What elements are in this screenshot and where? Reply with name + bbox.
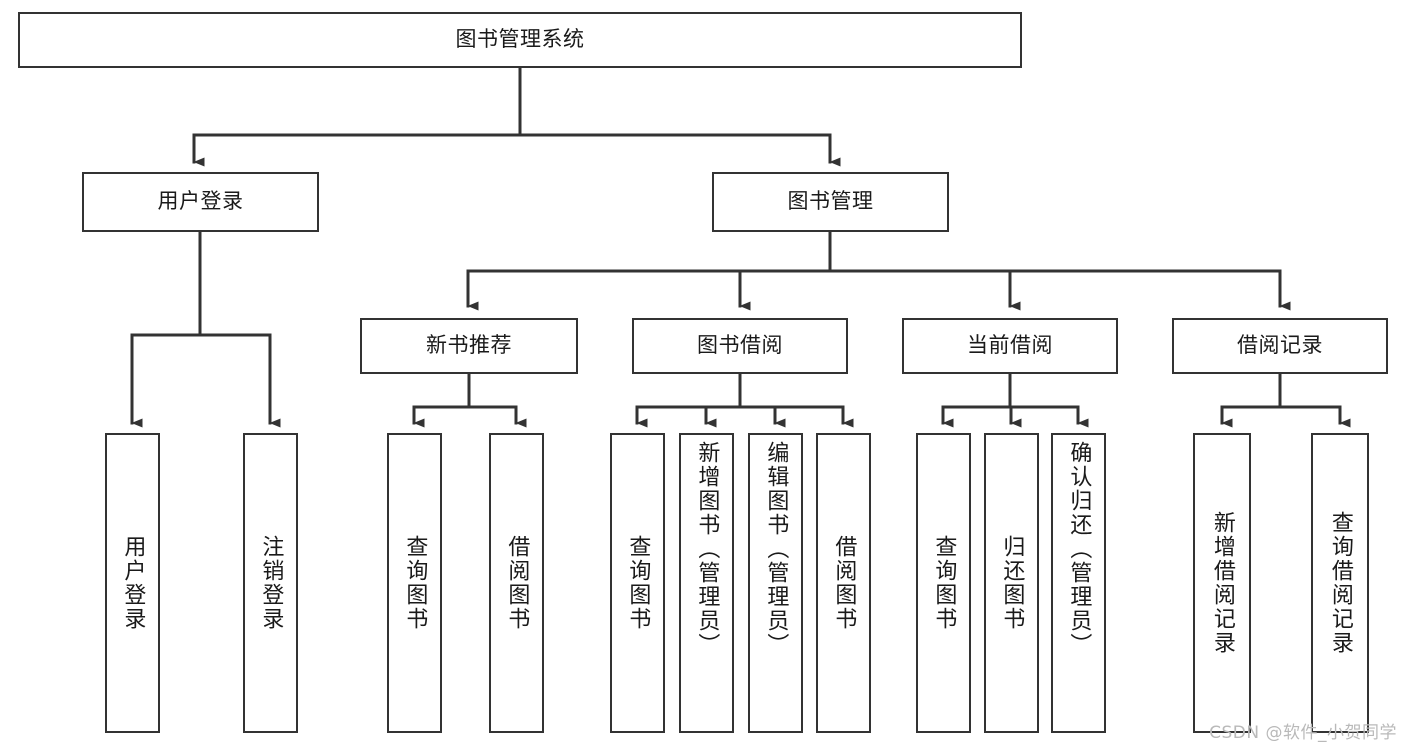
node-label: 新增借阅记录 [1209, 511, 1235, 655]
node-label: 用户登录 [157, 189, 244, 214]
node-label: 图书管理系统 [455, 27, 585, 52]
node-label: 用户登录 [120, 535, 146, 631]
node-book-manage[interactable]: 图书管理 [712, 172, 949, 232]
node-label: 注销登录 [258, 535, 284, 631]
node-label: 新书推荐 [426, 333, 512, 358]
node-label: 新增图书（管理员） [694, 441, 720, 657]
node-leaf-query-book-3[interactable]: 查询图书 [916, 433, 971, 733]
node-label: 借阅图书 [504, 535, 530, 631]
node-label: 查询图书 [931, 535, 957, 631]
node-leaf-logout-login[interactable]: 注销登录 [243, 433, 298, 733]
node-label: 查询图书 [625, 535, 651, 631]
node-book-borrow[interactable]: 图书借阅 [632, 318, 848, 374]
node-label: 借阅记录 [1237, 333, 1323, 358]
node-leaf-query-record[interactable]: 查询借阅记录 [1311, 433, 1369, 733]
node-label: 图书借阅 [697, 333, 783, 358]
node-leaf-borrow-book-2[interactable]: 借阅图书 [816, 433, 871, 733]
node-label: 当前借阅 [967, 333, 1053, 358]
node-leaf-query-book-1[interactable]: 查询图书 [387, 433, 442, 733]
node-label: 归还图书 [999, 535, 1025, 631]
node-label: 查询借阅记录 [1327, 511, 1353, 655]
csdn-watermark: CSDN @软件_小贺同学 [1209, 723, 1397, 743]
node-current-borrow[interactable]: 当前借阅 [902, 318, 1118, 374]
node-label: 编辑图书（管理员） [763, 441, 789, 657]
node-label: 查询图书 [402, 535, 428, 631]
node-leaf-query-book-2[interactable]: 查询图书 [610, 433, 665, 733]
node-leaf-add-record[interactable]: 新增借阅记录 [1193, 433, 1251, 733]
node-leaf-add-book[interactable]: 新增图书（管理员） [679, 433, 734, 733]
node-leaf-borrow-book-1[interactable]: 借阅图书 [489, 433, 544, 733]
node-label: 图书管理 [787, 189, 874, 214]
node-label: 确认归还（管理员） [1066, 441, 1092, 657]
node-leaf-confirm-return[interactable]: 确认归还（管理员） [1051, 433, 1106, 733]
node-book-management-system[interactable]: 图书管理系统 [18, 12, 1022, 68]
node-label: 借阅图书 [831, 535, 857, 631]
node-leaf-user-login[interactable]: 用户登录 [105, 433, 160, 733]
node-new-book-recommend[interactable]: 新书推荐 [360, 318, 578, 374]
node-leaf-return-book[interactable]: 归还图书 [984, 433, 1039, 733]
node-borrow-record[interactable]: 借阅记录 [1172, 318, 1388, 374]
node-leaf-edit-book[interactable]: 编辑图书（管理员） [748, 433, 803, 733]
node-user-login[interactable]: 用户登录 [82, 172, 319, 232]
